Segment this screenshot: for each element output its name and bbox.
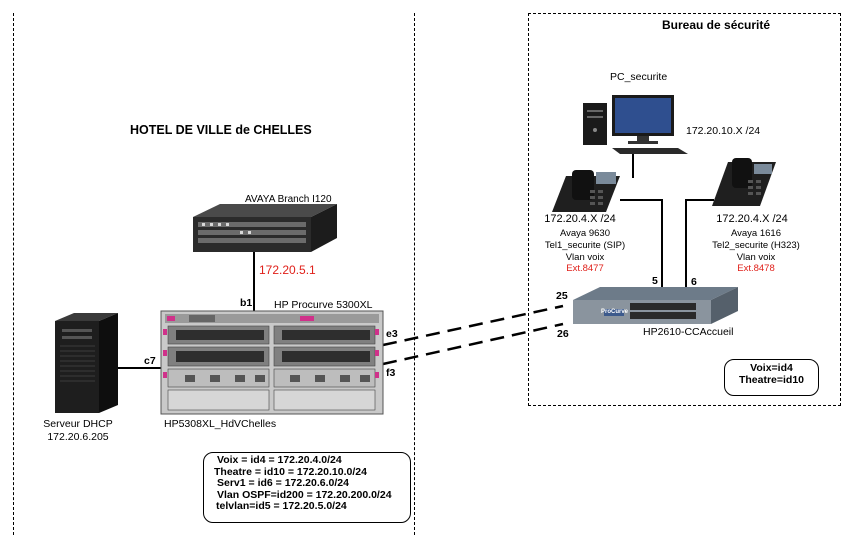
phone2-model: Avaya 1616 xyxy=(730,228,781,239)
dhcp-server-name: Serveur DHCP xyxy=(43,418,113,430)
security-legend-voix: Voix=id4 xyxy=(750,362,793,374)
cable-f3-to-port26 xyxy=(382,322,564,366)
port-label-c7: c7 xyxy=(144,355,156,367)
vlan-legend-theatre: Theatre = id10 = 172.20.10.0/24 xyxy=(214,465,367,478)
phone1-vlan: Vlan voix xyxy=(565,252,605,263)
security-vlan-legend: Voix=id4 Theatre=id10 xyxy=(724,359,819,396)
avaya-branch-ip: 172.20.5.1 xyxy=(259,263,316,277)
pc-workstation[interactable] xyxy=(583,95,688,154)
avaya-branch-label: AVAYA Branch I120 xyxy=(245,194,332,205)
phone-avaya-1616[interactable] xyxy=(712,158,776,206)
phone2-ip: 172.20.4.X /24 xyxy=(716,213,788,225)
dhcp-server-ip: 172.20.6.205 xyxy=(47,431,109,443)
phone-avaya-9630[interactable] xyxy=(552,170,620,212)
vlan-legend: Voix = id4 = 172.20.4.0/24 Theatre = id1… xyxy=(203,452,411,523)
core-switch-chassis[interactable] xyxy=(160,310,384,415)
access-switch[interactable] xyxy=(573,287,738,324)
pc-name: PC_securite xyxy=(610,71,668,83)
phone1-name: Tel1_securite (SIP) xyxy=(544,240,626,251)
vlan-legend-ospf: Vlan OSPF=id200 = 172.20.200.0/24 xyxy=(217,488,392,501)
port-label-5: 5 xyxy=(652,275,658,287)
access-switch-hostname: HP2610-CCAccueil xyxy=(643,326,734,338)
phone2-name: Tel2_securite (H323) xyxy=(712,240,800,251)
port-label-25: 25 xyxy=(556,290,568,302)
port-label-b1: b1 xyxy=(240,297,253,309)
core-switch-model: HP Procurve 5300XL xyxy=(274,299,373,311)
hotel-de-ville-zone xyxy=(13,13,415,535)
vlan-legend-serv1: Serv1 = id6 = 172.20.6.0/24 xyxy=(217,477,349,489)
access-switch-brand: ProCurve xyxy=(601,309,629,315)
cable-e3-to-port25 xyxy=(382,304,564,347)
cable-phone1-to-switch xyxy=(620,199,663,287)
cable-phone2-to-switch xyxy=(685,199,714,287)
phone2-vlan: Vlan voix xyxy=(736,252,776,263)
dhcp-server-tower[interactable] xyxy=(55,313,118,413)
avaya-branch-router[interactable] xyxy=(193,204,337,252)
port-label-f3: f3 xyxy=(386,367,396,379)
phone1-ip: 172.20.4.X /24 xyxy=(544,213,616,225)
vlan-legend-voix: Voix = id4 = 172.20.4.0/24 xyxy=(217,454,342,466)
phone1-model: Avaya 9630 xyxy=(559,228,610,239)
port-label-26: 26 xyxy=(557,328,569,340)
pc-ip: 172.20.10.X /24 xyxy=(686,125,761,137)
phone2-ext: Ext.8478 xyxy=(737,263,775,274)
core-switch-hostname: HP5308XL_HdVChelles xyxy=(164,418,277,430)
port-label-e3: e3 xyxy=(386,328,398,340)
vlan-legend-telvlan: telvlan=id5 = 172.20.5.0/24 xyxy=(216,500,347,512)
bureau-securite-title: Bureau de sécurité xyxy=(662,18,771,32)
phone1-ext: Ext.8477 xyxy=(566,263,604,274)
security-legend-theatre: Theatre=id10 xyxy=(738,373,805,386)
hotel-de-ville-title: HOTEL DE VILLE de CHELLES xyxy=(130,123,312,137)
bureau-securite-zone xyxy=(528,13,841,406)
port-label-6: 6 xyxy=(691,276,697,288)
